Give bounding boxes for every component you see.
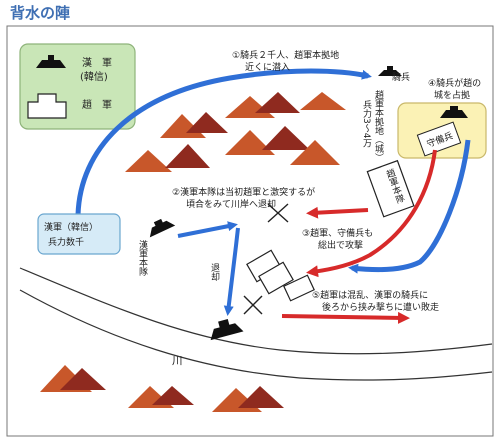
mountain xyxy=(60,368,106,390)
mountain-group-south xyxy=(40,365,284,412)
step5-line2: 後ろから挟み撃ちに遭い敗走 xyxy=(322,301,439,313)
han-main-unit-icon xyxy=(149,218,176,238)
zhao-castle: 守備兵 xyxy=(397,102,487,159)
river-label: 川 xyxy=(172,355,183,367)
step4-line2: 城を占拠 xyxy=(434,89,470,101)
arrow-zhao-guards-attack xyxy=(306,149,437,278)
arrow-han-retreat xyxy=(223,227,240,316)
zhao-hq-col2: 兵力3〜4万 xyxy=(361,99,372,148)
arrow-zhao-attack-1 xyxy=(306,206,369,219)
legend-zhao-label: 趙 軍 xyxy=(82,98,112,111)
legend-box: 漢 軍 (韓信) 趙 軍 xyxy=(19,43,136,130)
step2-line2: 頃合をみて川岸へ退却 xyxy=(186,198,276,210)
arrow-cavalry-infiltrate xyxy=(75,68,372,216)
step3-line1: ③趙軍、守備兵も xyxy=(302,227,373,239)
legend-han-sub: (韓信) xyxy=(80,71,108,83)
clash-mark-2 xyxy=(243,295,263,315)
diagram-frame xyxy=(6,25,494,437)
han-army-box: 漢軍（韓信） 兵力数千 xyxy=(37,213,121,255)
zhao-main-unit: 趙軍本隊 xyxy=(366,159,415,218)
cavalry-badge: 騎兵 xyxy=(378,66,410,83)
legend-han-label: 漢 軍 xyxy=(82,56,112,69)
retreat-label: 退却 xyxy=(209,263,220,282)
guard-unit-icon xyxy=(416,121,462,157)
zhao-army-icon xyxy=(27,93,67,119)
mountain xyxy=(165,144,210,168)
han-cavalry-icon xyxy=(440,106,468,118)
zhao-hq-label: 趙軍本拠地（城） 兵力3〜4万 xyxy=(361,89,384,162)
mountain xyxy=(255,92,300,113)
mountain xyxy=(125,150,172,172)
han-main-label: 漢軍本隊 xyxy=(137,239,148,277)
zhao-units-cluster xyxy=(246,249,315,302)
arrow-cavalry-pincer xyxy=(348,139,471,274)
mountain xyxy=(225,130,275,155)
step2-line1: ②漢軍本隊は当初趙軍と激突するが xyxy=(172,186,315,198)
han-army-icon xyxy=(36,55,66,68)
han-box-line1: 漢軍（韓信） xyxy=(44,221,98,233)
step1-line2: 近くに潜入 xyxy=(245,61,290,73)
han-riverside-unit-icon xyxy=(210,318,244,341)
zhao-hq-col1: 趙軍本拠地（城） xyxy=(373,89,384,162)
step5-line1: ⑤趙軍は混乱、漢軍の騎兵に xyxy=(312,289,428,301)
mountain xyxy=(186,112,228,133)
mountain xyxy=(262,126,310,150)
arrow-han-advance xyxy=(177,221,238,238)
mountain xyxy=(238,386,284,408)
river-bank-lower xyxy=(19,289,493,381)
mountain xyxy=(300,92,346,110)
clash-mark-1 xyxy=(267,203,289,223)
step3-line2: 総出で攻撃 xyxy=(318,239,363,251)
cavalry-badge-label: 騎兵 xyxy=(392,71,410,83)
arrow-zhao-rout xyxy=(281,311,410,324)
river-bank-upper xyxy=(19,267,493,355)
mountain xyxy=(152,386,194,405)
step1-line1: ①騎兵２千人、趙軍本拠地 xyxy=(232,49,339,61)
han-box-line2: 兵力数千 xyxy=(48,236,84,248)
diagram-title: 背水の陣 xyxy=(10,4,70,22)
mountain-group-north xyxy=(125,92,346,172)
mountain xyxy=(290,140,340,165)
step4-line1: ④騎兵が趙の xyxy=(428,77,481,89)
